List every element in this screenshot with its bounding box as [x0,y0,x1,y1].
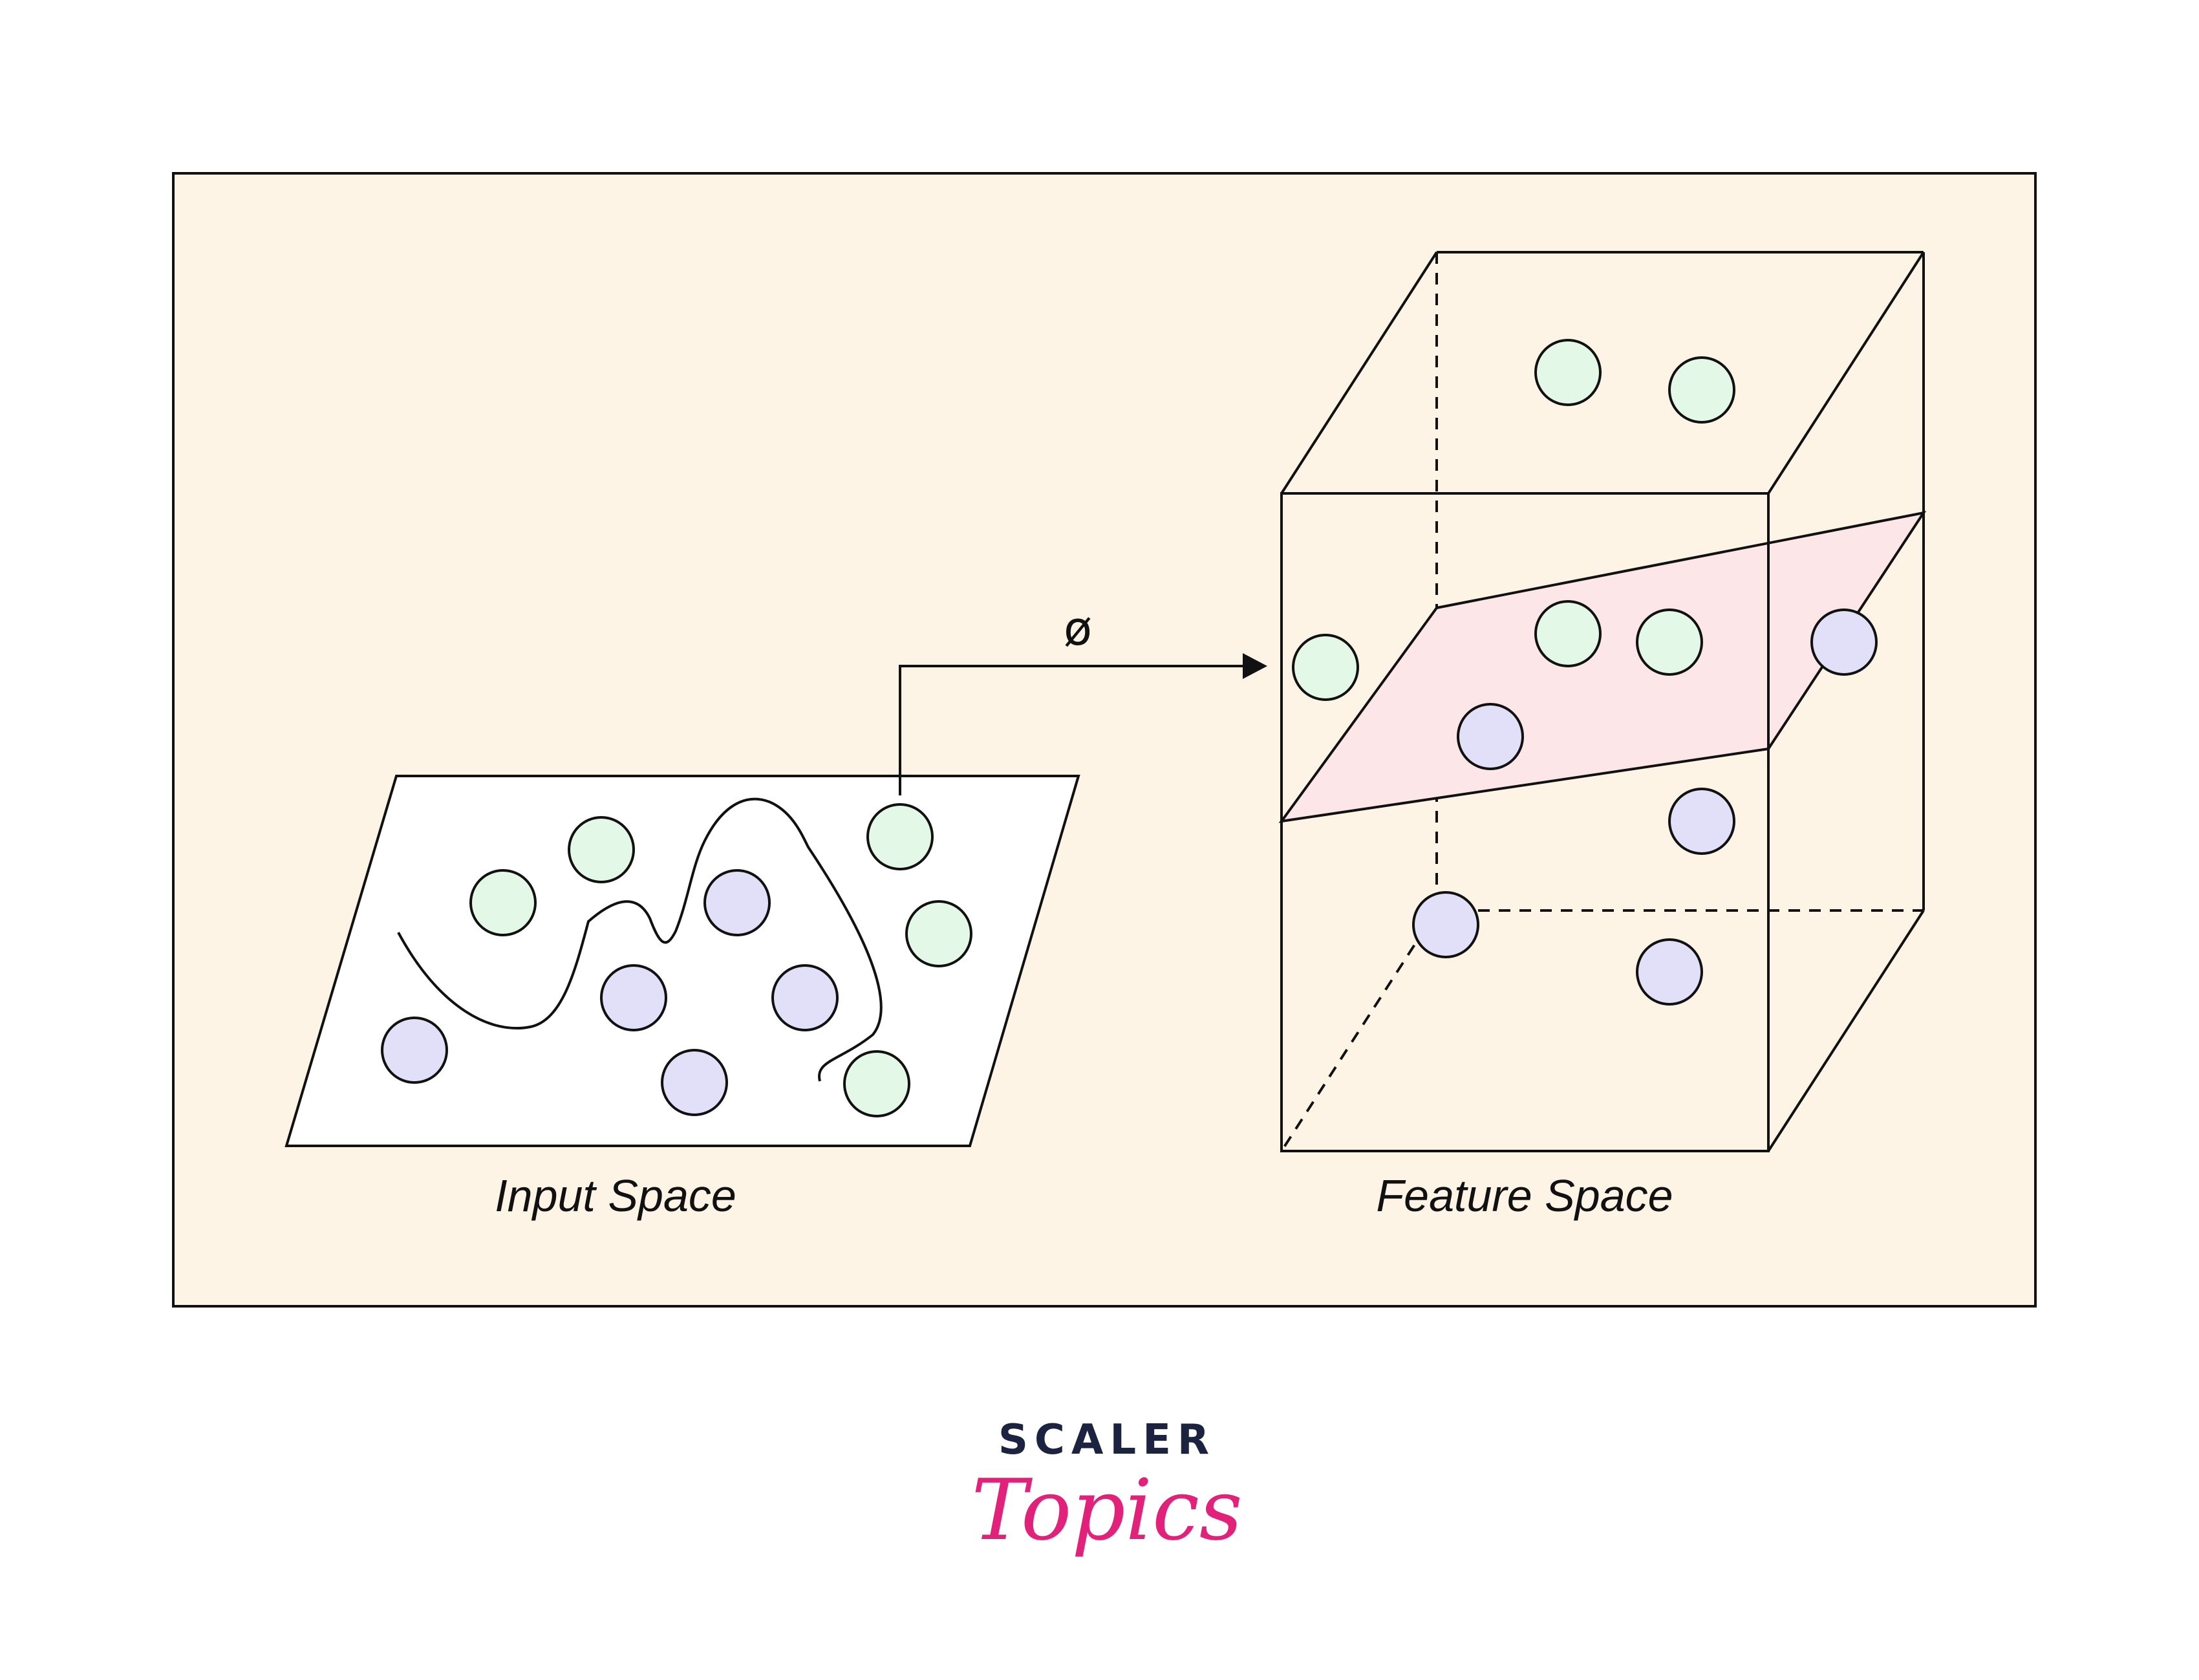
cube-edge [1280,251,1438,495]
purple-data-point [771,964,839,1031]
purple-data-point [1636,938,1703,1006]
green-data-point [1668,356,1735,424]
purple-data-point [1668,788,1735,855]
purple-data-point [600,964,667,1031]
green-data-point [1534,339,1602,406]
purple-data-point [1810,608,1878,676]
green-data-point [568,816,635,883]
cube-edge [1767,251,1925,495]
feature-points [1292,339,1878,1006]
green-data-point [469,869,537,936]
input-points [381,803,972,1117]
logo-scaler-text: SCALER [998,1416,1216,1464]
purple-data-point [1457,703,1524,770]
cube-edge [1767,909,1925,1152]
feature-space-label: Feature Space [1376,1170,1673,1221]
mapping-arrowhead [1243,653,1267,679]
green-data-point [1292,634,1359,701]
green-data-point [905,900,972,967]
mapping-arrow-line [899,665,1245,795]
green-data-point [1534,600,1602,667]
purple-data-point [661,1049,728,1116]
mapping-phi-label: ø [1064,601,1092,656]
green-data-point [1636,608,1703,676]
green-data-point [866,803,934,870]
mapping-arrow: ø [899,601,1267,795]
scaler-topics-logo: SCALER Topics [971,1416,1242,1559]
cube-hidden-edge [1280,909,1438,1152]
green-data-point [843,1050,910,1117]
feature-space: Feature Space [1278,251,1927,1221]
purple-data-point [703,869,771,936]
input-space: Input Space [284,775,1080,1221]
purple-data-point [381,1017,448,1084]
input-space-label: Input Space [495,1170,736,1221]
nonlinear-boundary-curve [397,797,883,1082]
logo-topics-text: Topics [971,1461,1242,1559]
purple-data-point [1412,891,1479,958]
